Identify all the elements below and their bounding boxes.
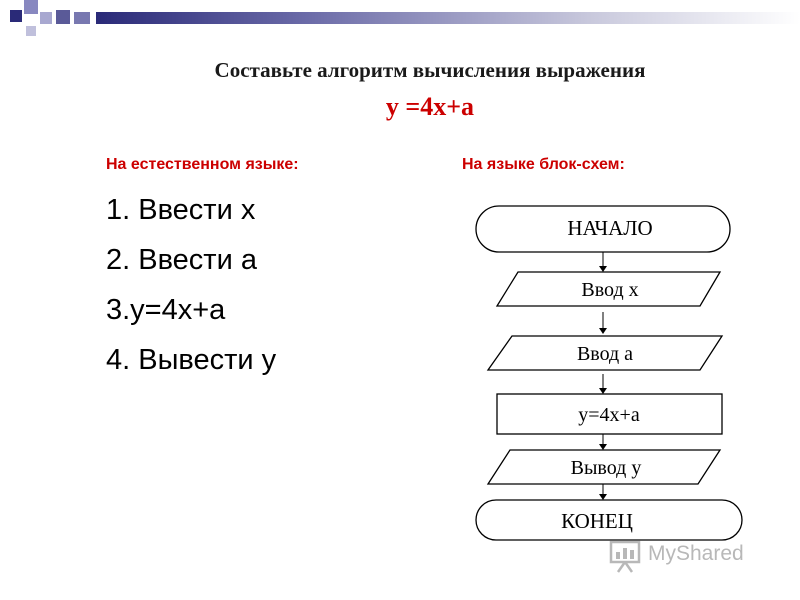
flowchart-heading: На языке блок-схем: [462, 156, 625, 173]
formula: y =4x+a [385, 92, 475, 121]
flow-label-output-y: Вывод у [571, 457, 642, 479]
header-square-light [40, 12, 52, 24]
flow-block-output-y [486, 449, 722, 485]
flow-arrowhead [599, 388, 607, 394]
presentation-icon [609, 540, 641, 573]
natural-language-heading: На естественном языке: [106, 156, 299, 173]
step-3: 3.у=4х+а [106, 294, 226, 326]
header-square-light [74, 12, 90, 24]
header-decoration [0, 0, 800, 42]
flow-label-input-a: Ввод а [577, 343, 633, 365]
header-square-light [24, 0, 38, 14]
flow-label-end: КОНЕЦ [561, 509, 633, 533]
flow-arrowhead [599, 328, 607, 334]
header-square-dark [56, 10, 70, 24]
flow-arrowhead [599, 444, 607, 450]
flow-label-start: НАЧАЛО [567, 216, 652, 240]
watermark-text: MyShared [648, 542, 744, 565]
page-title: Составьте алгоритм вычисления выражения [214, 58, 646, 82]
watermark: MyShared [608, 538, 778, 574]
header-gradient-bar [96, 12, 800, 24]
flow-arrowhead [599, 494, 607, 500]
flow-arrowhead [599, 266, 607, 272]
step-2: 2. Ввести а [106, 244, 257, 276]
flow-block-process [496, 393, 723, 435]
header-square-light [26, 26, 36, 36]
step-1: 1. Ввести х [106, 194, 256, 226]
flow-block-end [475, 499, 743, 541]
flow-label-input-x: Ввод х [581, 279, 638, 301]
step-4: 4. Вывести у [106, 344, 277, 376]
header-square-dark [10, 10, 22, 22]
flow-label-process: у=4х+а [578, 404, 640, 426]
flow-block-input-x [495, 271, 722, 307]
flow-block-input-a [486, 335, 724, 371]
